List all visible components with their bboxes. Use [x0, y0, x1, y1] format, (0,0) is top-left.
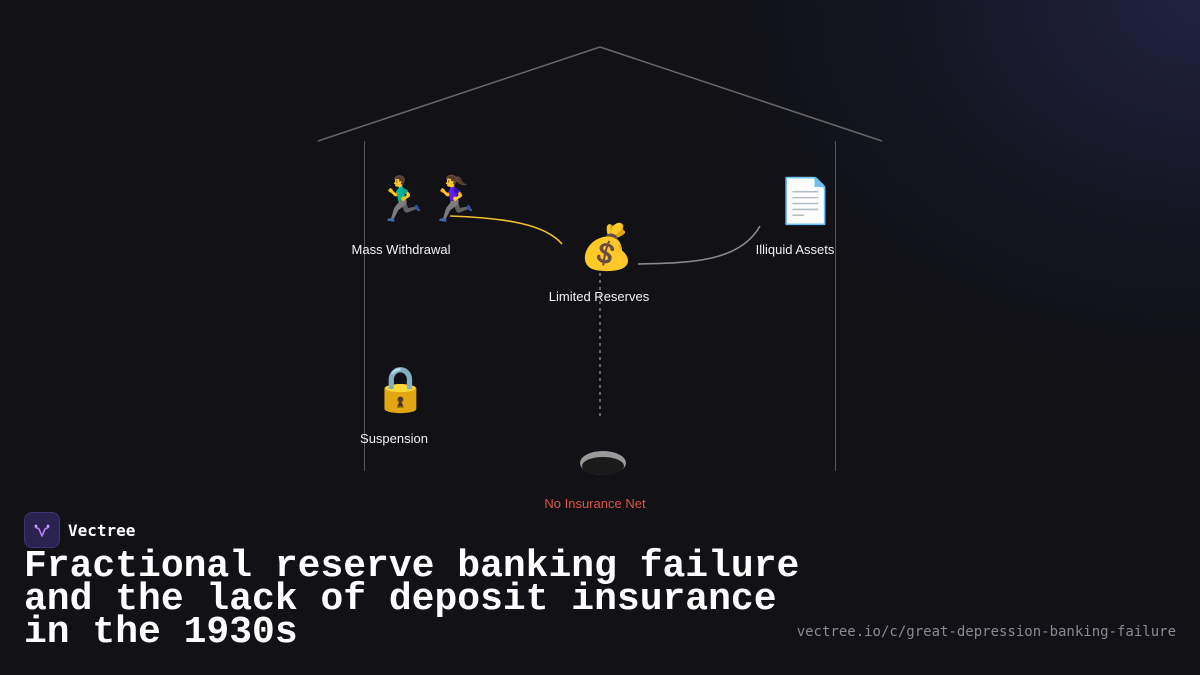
running-woman-icon: 🏃‍♀️ [426, 174, 481, 225]
asset-flow-arrow [637, 225, 761, 265]
running-man-icon: 🏃‍♂️ [374, 174, 429, 225]
suspension-label: Suspension [360, 431, 428, 446]
withdrawal-flow-arrow [449, 215, 563, 245]
hole-icon [580, 451, 626, 475]
brand: Vectree [24, 512, 135, 548]
illiquid-assets-label: Illiquid Assets [755, 242, 835, 257]
document-icon: 📄 [778, 176, 833, 227]
money-bag-icon: 💰 [579, 222, 634, 273]
page-title: Fractional reserve banking failure and t… [24, 545, 800, 654]
lock-icon: 🔒 [373, 364, 428, 415]
mass-withdrawal-label: Mass Withdrawal [351, 242, 451, 257]
source-url[interactable]: vectree.io/c/great-depression-banking-fa… [796, 624, 1176, 640]
vectree-logo-icon [24, 512, 60, 548]
bank-roof [317, 46, 883, 142]
brand-name: Vectree [68, 520, 136, 540]
limited-reserves-label: Limited Reserves [548, 289, 650, 304]
no-insurance-net-label: No Insurance Net [544, 496, 646, 511]
